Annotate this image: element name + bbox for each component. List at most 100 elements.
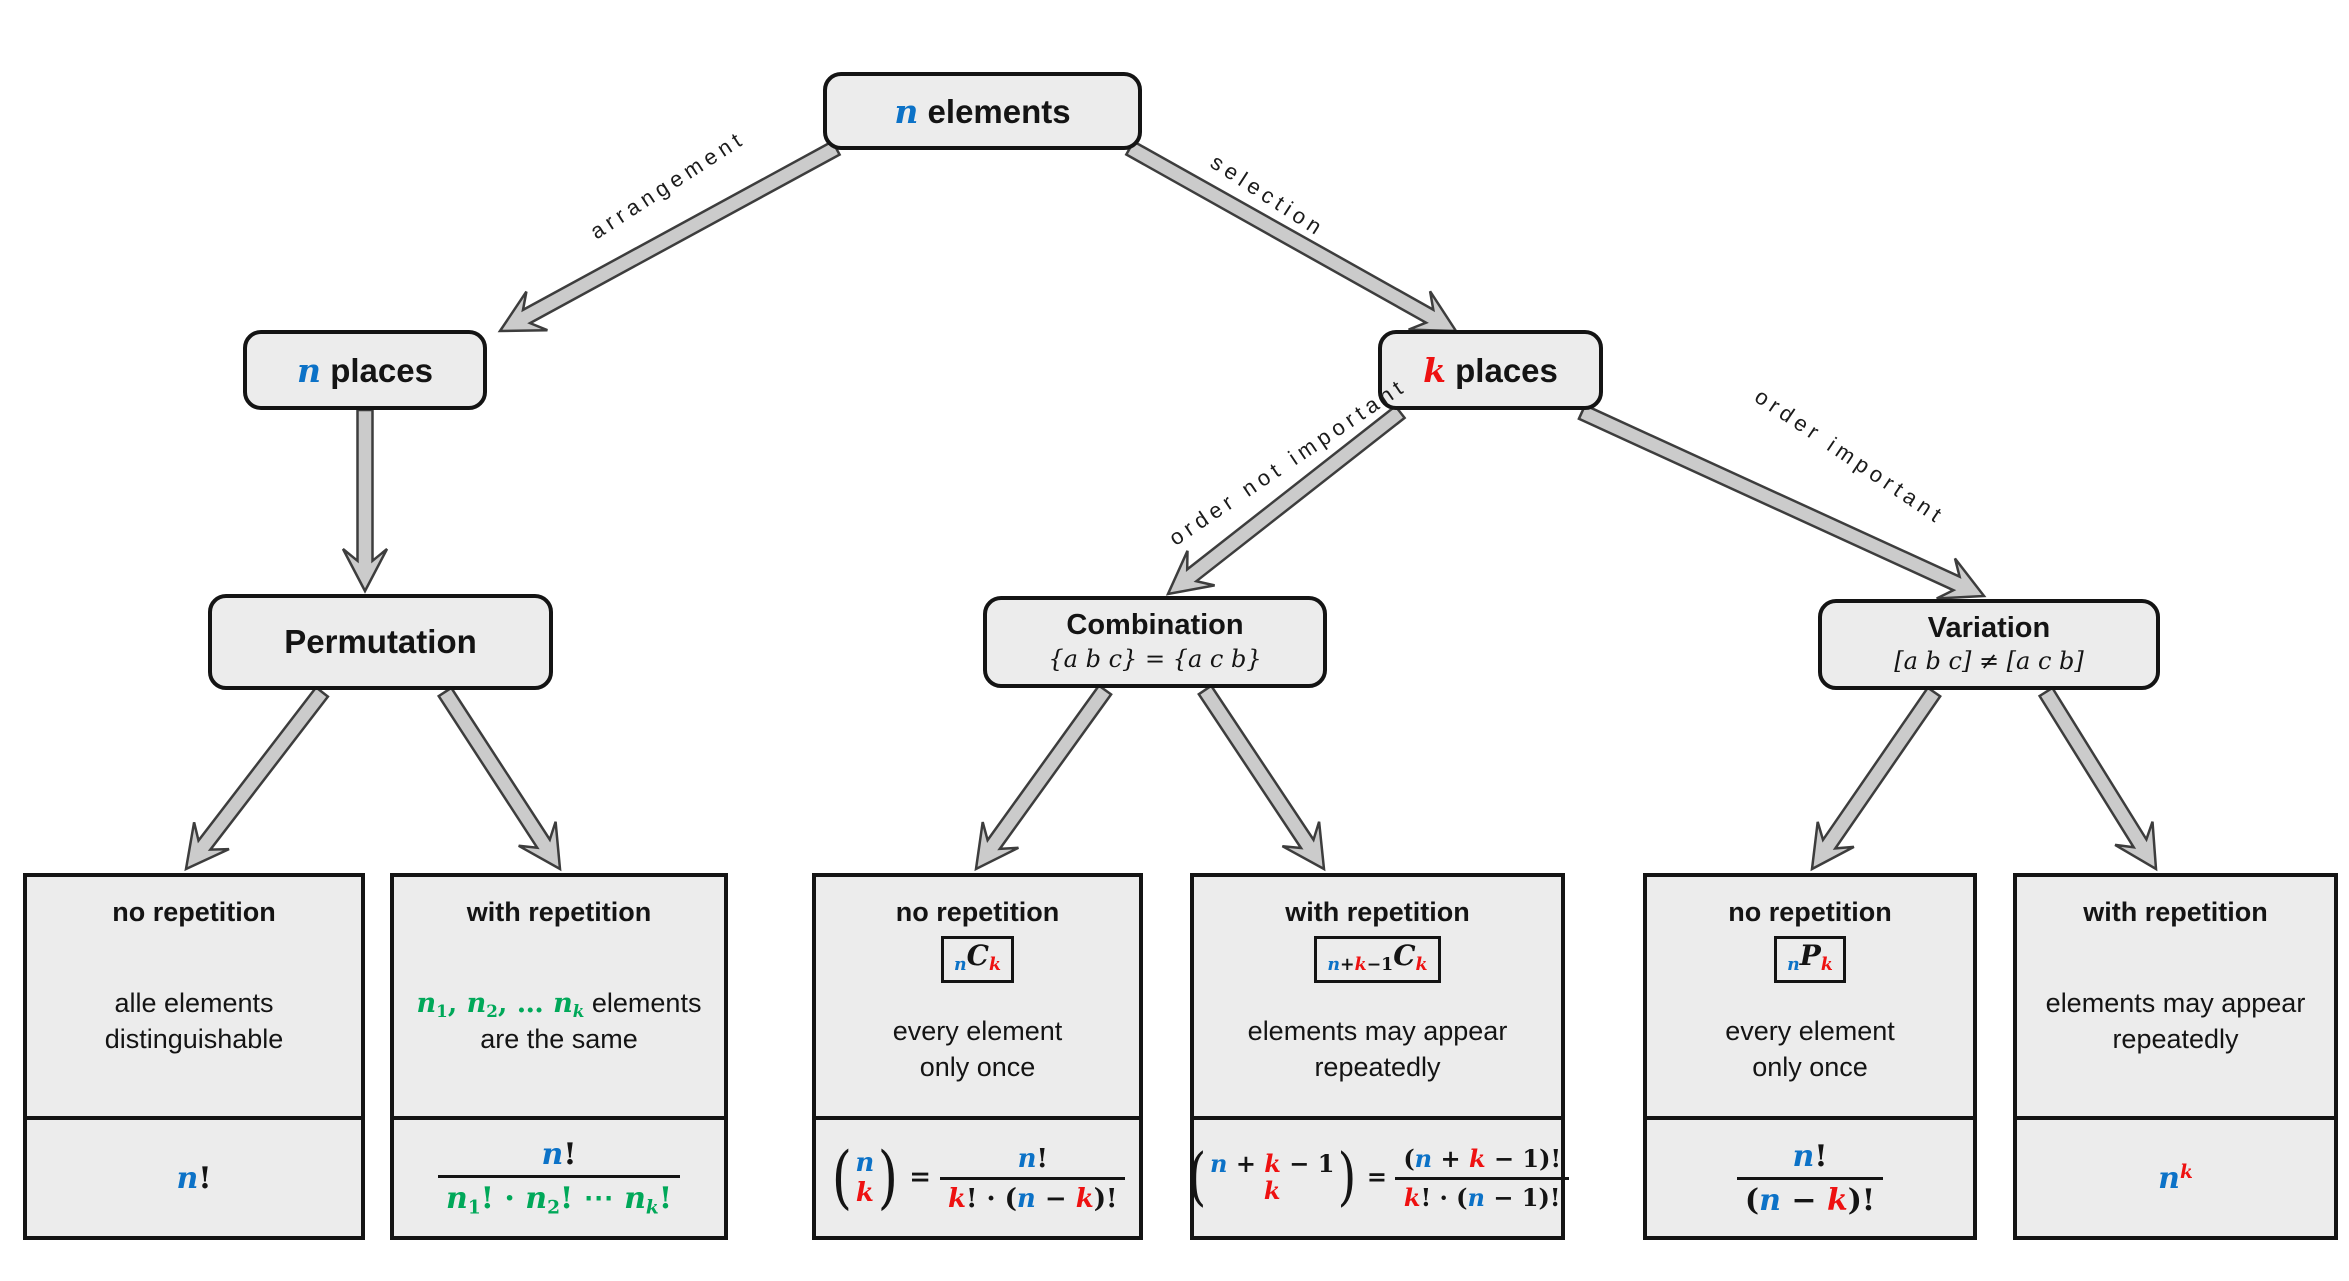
math-token: n <box>525 1181 548 1217</box>
leaf-description: every element only once <box>1725 1014 1895 1086</box>
formula: n! <box>177 1161 212 1196</box>
math-token: n <box>297 350 322 390</box>
arrow-variation-to-no-rep <box>1810 685 1942 872</box>
description-line: every element <box>893 1014 1063 1050</box>
math-token: )! <box>1093 1183 1118 1214</box>
math-token: n <box>1792 1138 1815 1174</box>
math-token: ! · ( <box>966 1183 1017 1214</box>
math-token: ! <box>198 1160 212 1196</box>
node-combination-title: Combination <box>1066 609 1244 642</box>
math-token: = <box>900 1161 941 1192</box>
math-token: C <box>1393 939 1416 972</box>
notation-badge-nCk: nCk <box>941 936 1014 984</box>
math-token: n <box>1017 1143 1037 1174</box>
arrow-k-places-to-combination <box>1165 404 1407 596</box>
math-token: n <box>446 1181 468 1217</box>
math-token: k <box>1075 1183 1094 1214</box>
node-variation-title: Variation <box>1927 611 2051 644</box>
math-token: − 1 <box>1280 1148 1335 1178</box>
math-token: every element <box>1725 1015 1895 1046</box>
leaf-formula-section: n!(n − k)! <box>1647 1120 1973 1236</box>
math-token: ! <box>658 1181 672 1217</box>
math-token: repeatedly <box>1314 1051 1441 1082</box>
math-token: n <box>894 91 919 131</box>
math-token: 1 <box>436 1000 448 1021</box>
math-token: n <box>1414 1143 1433 1173</box>
math-token: repeatedly <box>2112 1024 2239 1054</box>
math-token: + <box>1340 955 1355 976</box>
math-token: elements may appear <box>1247 1015 1508 1046</box>
leaf-upper-section: with repetition n+k−1Ck elements may app… <box>1194 877 1561 1120</box>
leaf-description: elements may appear repeatedly <box>1248 1014 1508 1086</box>
math-token: places <box>321 351 433 389</box>
node-permutation-label: Permutation <box>284 623 477 661</box>
description-line: every element <box>1725 1014 1895 1050</box>
leaf-combination-with-repetition: with repetition n+k−1Ck elements may app… <box>1188 873 1570 1240</box>
math-token: n <box>176 1160 199 1196</box>
description-line: elements may appear <box>1248 1014 1508 1050</box>
math-token: ! ⋯ <box>560 1181 625 1217</box>
math-token: only once <box>1752 1051 1868 1082</box>
math-token: 1 <box>467 1197 481 1219</box>
math-token: n <box>1016 1183 1036 1214</box>
leaf-title: with repetition <box>1285 897 1470 927</box>
math-token: [a b c] ≠ [a c b] <box>1894 647 2084 676</box>
math-token: k <box>1354 955 1367 976</box>
math-token: ! <box>1036 1143 1048 1174</box>
math-token: k <box>1468 1143 1486 1173</box>
math-token: n!n1! · n2! ⋯ nk! <box>438 1137 680 1219</box>
math-token: ( <box>1403 1143 1415 1173</box>
description-line: only once <box>1725 1050 1895 1086</box>
math-token: + <box>1227 1148 1265 1178</box>
math-token: 2 <box>486 1000 498 1021</box>
math-token: + <box>1432 1143 1469 1173</box>
math-token: , … <box>497 987 554 1019</box>
node-permutation: Permutation <box>208 594 553 690</box>
math-token: − 1 <box>1485 1143 1540 1173</box>
math-token: 2 <box>547 1197 561 1219</box>
arrow-elements-to-n-places <box>497 139 842 333</box>
math-token: n!k! · (n − k)! <box>940 1143 1126 1214</box>
node-n-elements: n elements <box>823 72 1142 150</box>
leaf-title: with repetition <box>466 897 652 927</box>
math-token: = <box>1358 1161 1396 1191</box>
math-token: n <box>2158 1160 2180 1196</box>
math-token: ( <box>1744 1182 1760 1218</box>
arrow-permutation-to-with-rep <box>436 686 562 872</box>
math-token: k <box>1264 1148 1281 1178</box>
notation-badge-nPk: nPk <box>1774 936 1846 984</box>
node-combination: Combination {a b c} = {a c b} <box>983 596 1327 688</box>
math-token: − <box>1035 1183 1076 1214</box>
leaf-formula-section: n! <box>27 1120 361 1236</box>
formula: n!n1! · n2! ⋯ nk! <box>438 1137 680 1219</box>
math-token: elements <box>918 92 1071 130</box>
description-line: n1, n2, … nk elements <box>417 986 702 1022</box>
math-token: n <box>466 987 487 1019</box>
math-token: n <box>954 955 967 976</box>
math-token: k <box>988 955 1001 976</box>
description-line: are the same <box>417 1022 702 1058</box>
arrow-variation-to-with-rep <box>2037 686 2158 872</box>
math-token: places <box>1445 351 1558 389</box>
arrow-permutation-to-no-rep <box>184 685 330 872</box>
math-token: ! · ( <box>1420 1182 1468 1212</box>
node-n-elements-label: n elements <box>894 92 1070 131</box>
arrow-k-places-to-variation <box>1577 403 1987 600</box>
math-token: k <box>948 1183 967 1214</box>
node-combination-subtitle: {a b c} = {a c b} <box>1048 645 1261 674</box>
math-token: are the same <box>480 1024 638 1055</box>
node-variation: Variation [a b c] ≠ [a c b] <box>1818 599 2160 690</box>
math-token: every element <box>892 1015 1063 1046</box>
math-token: −1 <box>1366 955 1394 976</box>
